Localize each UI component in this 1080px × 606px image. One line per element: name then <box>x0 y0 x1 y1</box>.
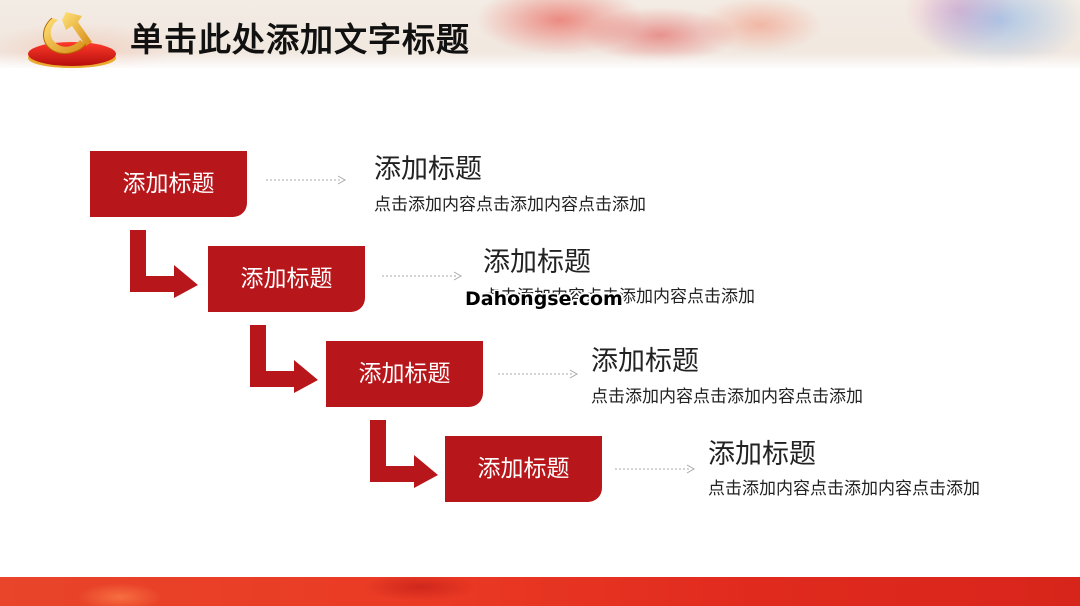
dashed-arrow-icon <box>266 175 346 185</box>
party-emblem-icon <box>28 12 116 68</box>
dashed-arrow-icon <box>498 369 578 379</box>
step-heading-2[interactable]: 添加标题 <box>483 247 591 278</box>
step-description-3[interactable]: 点击添加内容点击添加内容点击添加 <box>591 387 863 407</box>
step-box-3[interactable]: 添加标题 <box>326 341 483 407</box>
step-description-4[interactable]: 点击添加内容点击添加内容点击添加 <box>708 479 980 499</box>
elbow-arrow-icon <box>250 325 318 393</box>
step-heading-4[interactable]: 添加标题 <box>708 439 816 470</box>
step-box-2[interactable]: 添加标题 <box>208 246 365 312</box>
step-box-label: 添加标题 <box>240 265 333 292</box>
watermark-text: Dahongse.com <box>465 288 623 310</box>
step-heading-1[interactable]: 添加标题 <box>374 154 482 185</box>
page-title[interactable]: 单击此处添加文字标题 <box>130 20 470 59</box>
bottom-decor-bar <box>0 577 1080 606</box>
step-description-2[interactable]: 点击添加内容点击添加内容点击添加 <box>483 287 755 307</box>
step-description-1[interactable]: 点击添加内容点击添加内容点击添加 <box>374 195 646 215</box>
step-box-4[interactable]: 添加标题 <box>445 436 602 502</box>
step-box-label: 添加标题 <box>358 360 451 387</box>
elbow-arrow-icon <box>130 230 198 298</box>
dashed-arrow-icon <box>615 464 695 474</box>
elbow-arrow-icon <box>370 420 438 488</box>
step-box-label: 添加标题 <box>477 455 570 482</box>
step-heading-3[interactable]: 添加标题 <box>591 346 699 377</box>
dashed-arrow-icon <box>382 271 462 281</box>
step-box-1[interactable]: 添加标题 <box>90 151 247 217</box>
top-banner-fade <box>0 52 1080 70</box>
step-box-label: 添加标题 <box>122 170 215 197</box>
